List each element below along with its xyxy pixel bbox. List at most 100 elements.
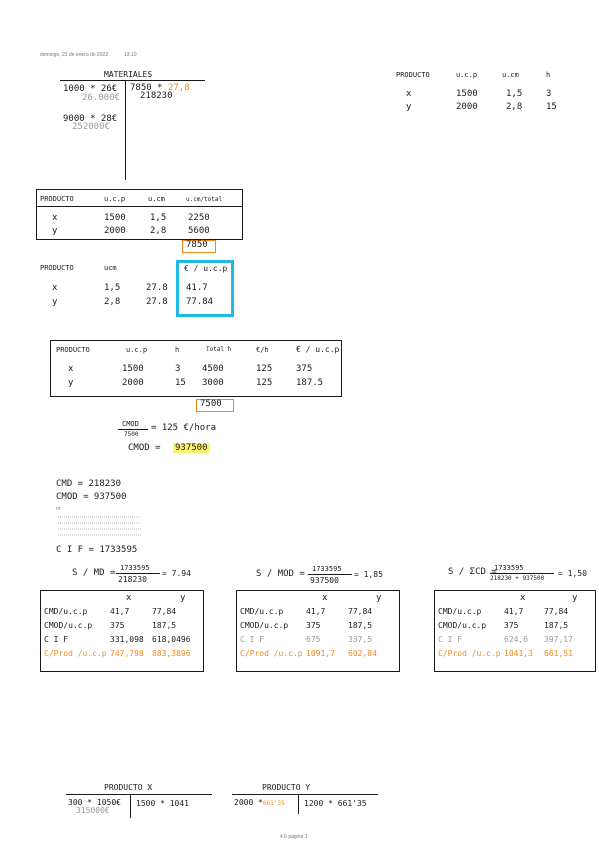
alloc-md-den: 218230 <box>118 575 147 584</box>
cmod-eq-den: 7500 <box>124 431 139 438</box>
alloc-1-row-2-x: 675 <box>306 635 321 644</box>
table3-header-producto: PRODUCTO <box>56 346 90 354</box>
page-footer: 4.6 página 1 <box>280 834 308 840</box>
materiales-rate: 27,8 <box>167 83 190 93</box>
trt-header-h: h <box>546 71 551 79</box>
trt-header-producto: PRODUCTO <box>396 71 430 79</box>
alloc-mod-box <box>236 590 400 672</box>
alloc-scd-num: 1733595 <box>494 564 524 572</box>
table1-header-ucp: u.c.p <box>104 195 126 203</box>
alloc-1-row-0-y: 77,84 <box>348 607 373 616</box>
materiales-debit-1-total: 26.000€ <box>82 93 120 103</box>
trt-header-ucp: u.c.p <box>456 71 478 79</box>
alloc-mod-den: 937500 <box>310 576 339 585</box>
alloc-1-row-3-y: 602,84 <box>348 649 377 658</box>
table3-header-eur-h: €/h <box>256 346 269 354</box>
alloc-scd-fraction-line <box>490 573 554 574</box>
alloc-2-row-2-label: C I F <box>438 635 463 644</box>
table2-r2-producto: y <box>52 297 58 307</box>
summary-cmod: CMOD = 937500 <box>56 492 127 502</box>
materiales-hline <box>60 80 205 81</box>
cmod-eq-num: CMOD <box>122 420 139 428</box>
alloc-2-row-0-y: 77,84 <box>544 607 569 616</box>
alloc-0-row-0-x: 41,7 <box>110 607 130 616</box>
materiales-debit-1: 1000 * 26€ <box>63 84 118 94</box>
alloc-mod-label: S / MOD = <box>256 569 305 579</box>
alloc-2-row-0-label: CMD/u.c.p <box>438 607 482 616</box>
table3-header-h: h <box>175 346 180 354</box>
alloc-md-result: = 7.94 <box>162 569 191 578</box>
table2-r1-value: 41.7 <box>186 283 208 293</box>
alloc-1-row-2-y: 337,5 <box>348 635 373 644</box>
producto-x-vline <box>130 794 131 818</box>
alloc-scd-den: 218230 + 937500 <box>490 575 545 582</box>
table3-r1-total-h: 4500 <box>202 364 224 374</box>
alloc-1-head-y: y <box>376 593 382 603</box>
alloc-2-head-y: y <box>572 593 578 603</box>
table3-total: 7500 <box>200 399 222 409</box>
alloc-0-head-y: y <box>180 593 186 603</box>
summary-cmd: CMD = 218230 <box>56 479 122 489</box>
alloc-md-fraction-line <box>116 573 160 574</box>
alloc-1-row-1-x: 375 <box>306 621 321 630</box>
alloc-1-row-3-x: 1091,7 <box>306 649 335 658</box>
producto-y-debit: 2000 *661'35 <box>234 798 285 807</box>
alloc-1-head-x: x <box>322 593 328 603</box>
table1-r1-ucm: 1,5 <box>150 213 167 223</box>
alloc-2-row-1-x: 375 <box>504 621 519 630</box>
table3-r2-eur-ucp: 187.5 <box>296 378 324 388</box>
alloc-0-row-2-x: 331,098 <box>110 635 144 644</box>
alloc-0-head-x: x <box>126 593 132 603</box>
materiales-title: MATERIALES <box>104 70 153 79</box>
summary-cif: C I F = 1733595 <box>56 545 138 555</box>
materiales-credit-1-total: 218230 <box>140 91 173 101</box>
table3-r1-producto: x <box>68 364 74 374</box>
table1-total-box <box>182 240 216 253</box>
trt-r2-c2: 2,8 <box>506 102 523 112</box>
alloc-md-num: 1733595 <box>120 564 150 572</box>
alloc-mod-num: 1733595 <box>312 565 342 573</box>
table1-r2-ucp: 2000 <box>104 226 126 236</box>
alloc-0-row-3-y: 883,3896 <box>152 649 191 658</box>
producto-x-debit-total: 315000€ <box>76 806 110 815</box>
table2-header-producto: PRODUCTO <box>40 264 74 272</box>
producto-y-vline <box>298 794 299 814</box>
alloc-mod-result: = 1,85 <box>354 570 383 579</box>
alloc-0-row-0-y: 77,84 <box>152 607 177 616</box>
alloc-2-row-0-x: 41,7 <box>504 607 524 616</box>
cmod-result-value: 937500 <box>173 443 210 453</box>
header-date: domingo, 23 de enero de 2022 <box>40 52 109 58</box>
table3-r2-producto: y <box>68 378 74 388</box>
producto-y-credit: 1200 * 661'35 <box>304 799 367 808</box>
trt-r1-c3: 3 <box>546 89 552 99</box>
alloc-0-row-1-x: 375 <box>110 621 125 630</box>
alloc-2-head-x: x <box>520 593 526 603</box>
alloc-mod-fraction-line <box>308 574 352 575</box>
alloc-md-label: S / MD = <box>72 568 116 578</box>
materiales-debit-2-total: 252000€ <box>72 122 110 132</box>
alloc-2-row-1-y: 187,5 <box>544 621 569 630</box>
alloc-0-row-1-label: CMOD/u.c.p <box>44 621 93 630</box>
materiales-debit-2: 9000 * 28€ <box>63 114 118 124</box>
table3-header-eur-ucp: € / u.c.p <box>296 345 340 354</box>
cmod-result-label: CMOD = <box>128 443 161 453</box>
alloc-2-row-3-x: 1041,3 <box>504 649 533 658</box>
cmod-eq-rhs: = 125 €/hora <box>151 423 217 433</box>
producto-y-title: PRODUCTO Y <box>262 783 311 792</box>
materiales-vline <box>125 80 126 180</box>
trt-header-ucm: u.cm <box>502 71 519 79</box>
alloc-1-row-3-label: C/Prod /u.c.p <box>240 649 303 658</box>
alloc-scd-result: = 1,50 <box>558 569 587 578</box>
table2-r1-producto: x <box>52 283 58 293</box>
alloc-2-row-3-label: C/Prod /u.c.p <box>438 649 501 658</box>
table1-header-ucm: u.cm <box>148 195 165 203</box>
alloc-1-row-0-label: CMD/u.c.p <box>240 607 284 616</box>
trt-r1-c0: x <box>406 89 412 99</box>
table3-header-ucp: u.c.p <box>126 346 148 354</box>
table2-r2-ucm: 2,8 <box>104 297 121 307</box>
table3-r1-ucp: 1500 <box>122 364 144 374</box>
table3-r1-eur-ucp: 375 <box>296 364 313 374</box>
producto-y-hline <box>232 794 378 795</box>
alloc-2-row-2-y: 397,17 <box>544 635 573 644</box>
header-time: 13:10 <box>124 52 137 58</box>
